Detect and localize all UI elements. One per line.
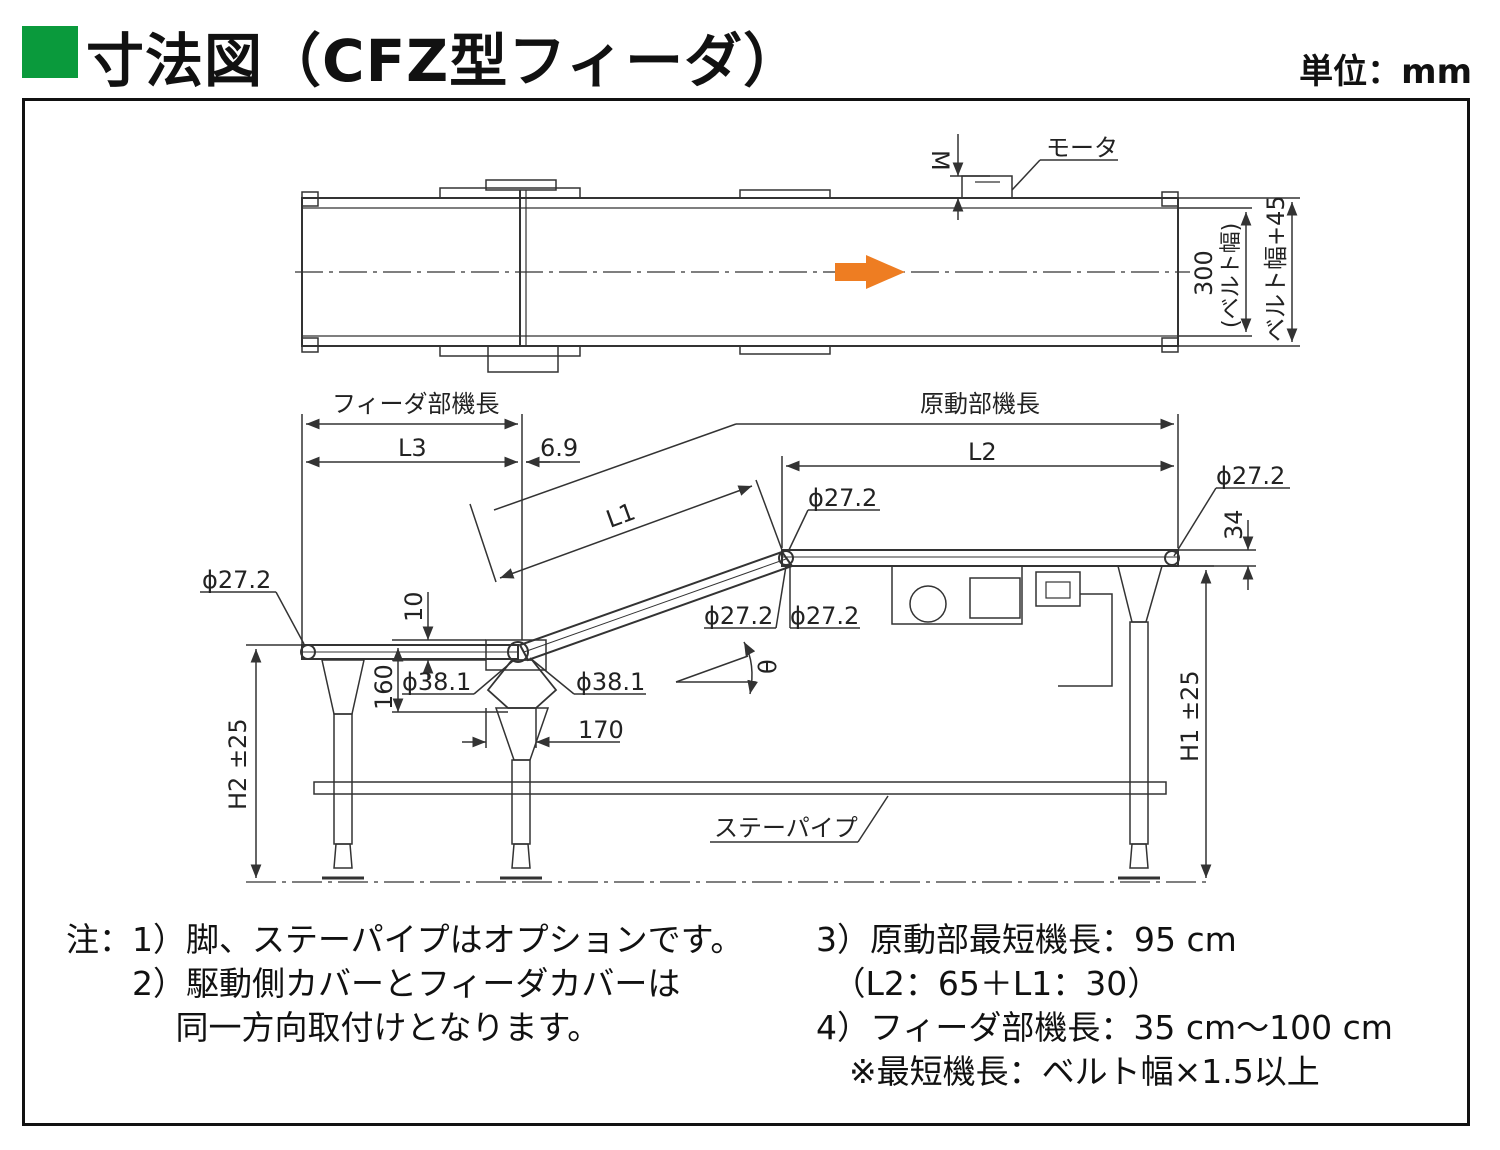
flow-direction-arrow-icon: [835, 255, 905, 289]
note-2: 2）駆動側カバーとフィーダカバーは: [66, 964, 681, 1003]
side-view: [246, 549, 1212, 883]
note-4-detail: ※最短機長：ベルト幅×1.5以上: [816, 1052, 1320, 1091]
note-1: 注：1）脚、ステーパイプはオプションです。: [66, 920, 744, 959]
notes-left: 注：1）脚、ステーパイプはオプションです。 2）駆動側カバーとフィーダカバーは …: [66, 918, 743, 1050]
dim-160-label: 160: [370, 664, 398, 710]
stay-pipe: [313, 781, 1167, 795]
l2-label: L2: [968, 438, 997, 466]
note-3: 3）原動部最短機長：95 cm: [816, 920, 1237, 959]
belt-width-paren-label: (ベルト幅): [1219, 223, 1244, 328]
phi-27-2-lower-left-label: ϕ27.2: [704, 602, 773, 630]
note-2-continued: 同一方向取付けとなります。: [66, 1008, 601, 1047]
l3-label: L3: [398, 434, 427, 462]
top-view: [295, 175, 1190, 373]
motor-top-view: [961, 175, 1013, 199]
page-title: 寸法図（CFZ型フィーダ）: [86, 27, 803, 95]
phi-27-2-right-label: ϕ27.2: [1216, 462, 1285, 490]
note-4: 4）フィーダ部機長：35 cm～100 cm: [816, 1008, 1393, 1047]
control-box: [1035, 571, 1081, 607]
leg-middle: [511, 759, 531, 845]
theta-label: θ: [754, 659, 782, 674]
phi-38-1-left-label: ϕ38.1: [402, 668, 471, 696]
dim-170-label: 170: [578, 716, 624, 744]
title-marker-square: [22, 26, 78, 78]
drive-frame: [781, 549, 1179, 567]
l1-label: L1: [602, 498, 638, 534]
leg-left: [333, 713, 353, 845]
phi-27-2-left-label: ϕ27.2: [202, 566, 271, 594]
phi-27-2-top-label: ϕ27.2: [808, 484, 877, 512]
h1-label: H1 ±25: [1176, 670, 1204, 762]
m-dimension-label: M: [926, 150, 954, 171]
width-total-label: ベルト幅+45: [1262, 195, 1290, 342]
feeder-length-label: フィーダ部機長: [332, 390, 500, 418]
drive-length-label: 原動部機長: [920, 390, 1040, 418]
leg-right: [1129, 621, 1149, 845]
h2-label: H2 ±25: [224, 718, 252, 810]
power-cable: [1058, 593, 1113, 687]
dim-10-label: 10: [400, 591, 428, 622]
dim-34-label: 34: [1220, 509, 1248, 540]
drawing-frame: [22, 98, 1470, 1126]
unit-label: 単位：mm: [1299, 52, 1472, 92]
phi-27-2-lower-right-label: ϕ27.2: [790, 602, 859, 630]
notes-right: 3）原動部最短機長：95 cm （L2：65＋L1：30） 4）フィーダ部機長：…: [816, 918, 1393, 1094]
phi-38-1-right-label: ϕ38.1: [576, 668, 645, 696]
stay-pipe-label: ステーパイプ: [714, 814, 858, 842]
gearbox: [891, 565, 1023, 625]
note-3-detail: （L2：65＋L1：30）: [816, 964, 1161, 1003]
dim-6-9-label: 6.9: [540, 434, 578, 462]
width-300-label: 300: [1190, 250, 1218, 296]
motor-label: モータ: [1046, 134, 1118, 162]
